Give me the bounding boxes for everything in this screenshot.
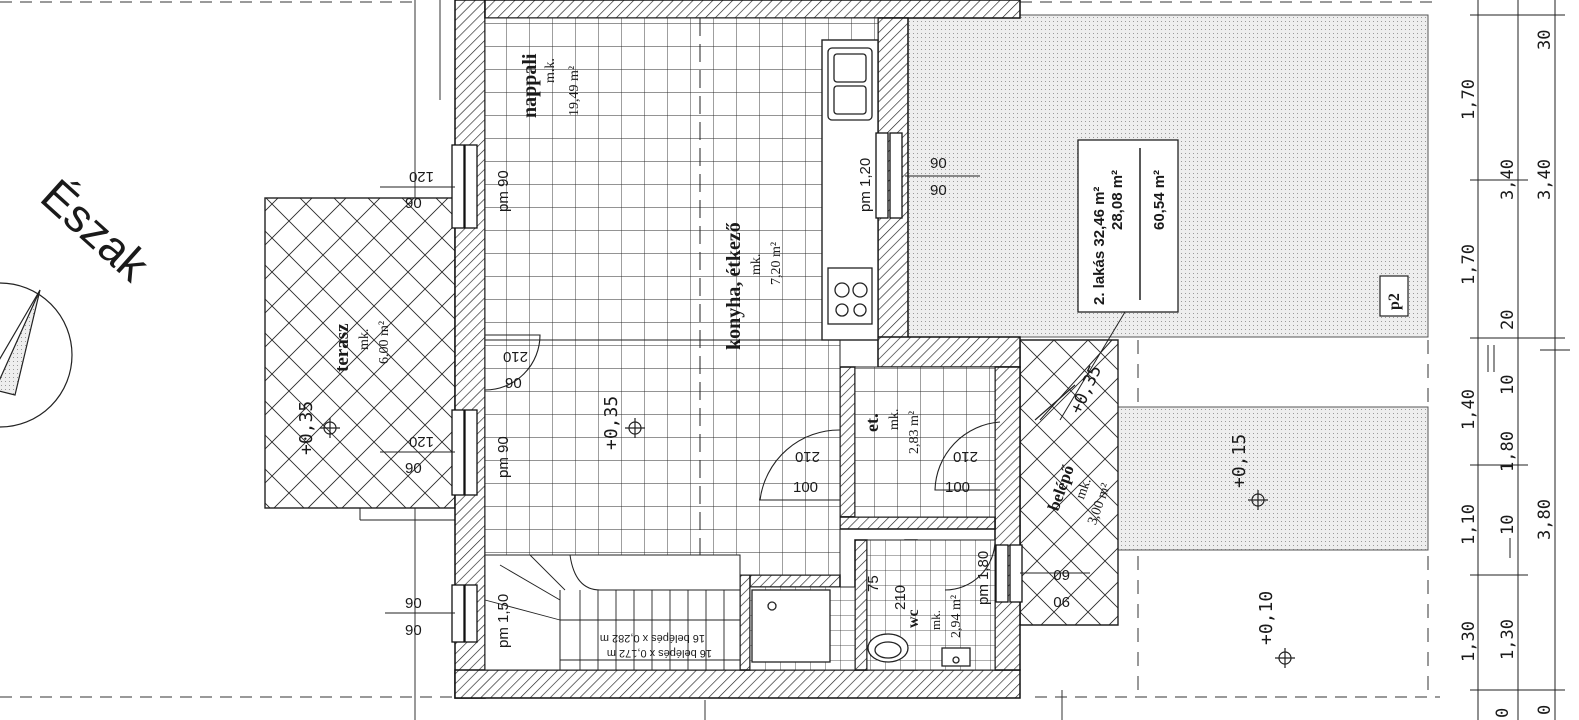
room-label-et: et. mk. 2,83 m² bbox=[862, 409, 922, 454]
window-label-mid: pm 90 bbox=[495, 436, 512, 478]
parking-label: p2 bbox=[1386, 293, 1403, 310]
summary-line1: 2. lakás 32,46 m² bbox=[1091, 187, 1108, 305]
dim-90-living-door: 90 bbox=[505, 375, 522, 392]
dim-90-stair-b: 90 bbox=[405, 622, 422, 639]
room-label-konyha: konyha, étkező mk. 7,20 m² bbox=[723, 222, 784, 350]
dim-100-entrance: 100 bbox=[945, 479, 970, 496]
dim-90-mid: 90 bbox=[405, 460, 422, 477]
dim-210-storage: 210 bbox=[795, 448, 820, 465]
dim-col3-d: 0 bbox=[1535, 705, 1555, 715]
level-markers bbox=[320, 418, 1295, 668]
room-label-terasz: terasz mk. 6,00 m² bbox=[332, 321, 392, 372]
dim-col2-e: 10 bbox=[1498, 515, 1518, 535]
room-label-wc: wc mk. 2,94 m² bbox=[905, 595, 964, 638]
toilet-icon bbox=[941, 647, 971, 667]
room-finish: m.k. bbox=[543, 58, 558, 83]
summary-total: 60,54 m² bbox=[1151, 170, 1168, 230]
dim-bottom: 0 bbox=[1493, 708, 1513, 718]
summary-line2: 28,08 m² bbox=[1109, 170, 1126, 230]
room-area: 6,00 m² bbox=[377, 321, 392, 364]
dim-100-storage: 100 bbox=[793, 479, 818, 496]
dimension-lines bbox=[1470, 0, 1570, 720]
room-finish: mk. bbox=[887, 409, 902, 430]
room-finish: mk. bbox=[928, 610, 943, 630]
dim-col2-f: 1,30 bbox=[1498, 619, 1518, 660]
dim-90-kitchen-a: 90 bbox=[930, 155, 947, 172]
room-area: 2,94 m² bbox=[949, 595, 964, 638]
dim-col3-c: 3,80 bbox=[1535, 499, 1555, 540]
stair-note-2: 16 belépés x 0,172 m bbox=[607, 647, 712, 659]
window-label-top: pm 90 bbox=[495, 170, 512, 212]
stair-note-1: 16 belépés x 0,282 m bbox=[600, 632, 705, 644]
door-swings bbox=[484, 334, 1001, 591]
stove-icon bbox=[827, 267, 873, 325]
washbasin-icon bbox=[867, 633, 909, 663]
area-summary-box bbox=[1077, 139, 1179, 313]
parking-box bbox=[1379, 275, 1409, 317]
dim-90-entrance: 90 bbox=[1053, 593, 1070, 610]
dim-120-top: 120 bbox=[409, 168, 434, 185]
window-label-kitchen: pm 1,20 bbox=[857, 158, 874, 212]
dim-col3-b: 3,40 bbox=[1535, 159, 1555, 200]
summary-leader bbox=[1059, 311, 1126, 421]
staircase bbox=[484, 554, 741, 671]
dim-col1-a: 1,70 bbox=[1459, 79, 1479, 120]
paving-lower bbox=[1117, 406, 1429, 551]
dim-90-kitchen-b: 90 bbox=[930, 182, 947, 199]
north-label: Észak bbox=[31, 169, 160, 292]
dim-90-top: 90 bbox=[405, 195, 422, 212]
dim-col2-b: 20 bbox=[1498, 310, 1518, 330]
dim-210-wc: 210 bbox=[892, 585, 909, 610]
opening-dimensions: 120 90 120 90 90 90 90 90 210 90 210 100… bbox=[405, 155, 1070, 639]
room-area: 2,83 m² bbox=[907, 411, 922, 454]
room-name: terasz bbox=[332, 323, 353, 372]
dim-210-entrance: 210 bbox=[953, 448, 978, 465]
terrace-area bbox=[264, 197, 456, 509]
window-leaders bbox=[380, 175, 1090, 614]
window-label-stair: pm 1,50 bbox=[495, 594, 512, 648]
dimension-chain-2: 3,40 20 10 1,80 10 1,30 bbox=[1498, 159, 1518, 660]
area-summary-text: 2. lakás 32,46 m² 28,08 m² 60,54 m² bbox=[1091, 170, 1168, 305]
windows bbox=[451, 132, 1023, 643]
room-area: 19,49 m² bbox=[567, 66, 582, 116]
dim-90-stair-a: 90 bbox=[405, 595, 422, 612]
room-area: 7,20 m² bbox=[769, 242, 784, 285]
room-finish: mk. bbox=[1073, 476, 1094, 501]
room-label-nappali: nappali m.k. 19,49 m² bbox=[519, 53, 582, 118]
dim-col2-a: 3,40 bbox=[1498, 159, 1518, 200]
sink-icon bbox=[827, 47, 873, 121]
room-name: wc bbox=[905, 609, 922, 628]
room-name: konyha, étkező bbox=[723, 222, 745, 350]
dim-col1-b: 1,70 bbox=[1459, 244, 1479, 285]
dim-60-entrance: 60 bbox=[1053, 566, 1070, 583]
level-main: +0,35 bbox=[601, 396, 622, 450]
level-terrace: +0,35 bbox=[296, 401, 317, 455]
dining-floor bbox=[484, 339, 841, 576]
window-label-wc: pm 1,80 bbox=[975, 551, 992, 605]
dim-120-mid: 120 bbox=[409, 433, 434, 450]
level-yard-upper: +0,15 bbox=[1229, 434, 1250, 488]
dim-col2-c: 10 bbox=[1498, 375, 1518, 395]
dim-col1-e: 1,30 bbox=[1459, 621, 1479, 662]
storage-floor bbox=[854, 366, 996, 518]
dim-col1-c: 1,40 bbox=[1459, 389, 1479, 430]
room-finish: mk. bbox=[749, 254, 764, 275]
entrance-arrow bbox=[1034, 384, 1076, 421]
dimension-chain-1: 1,70 1,70 1,40 1,10 1,30 bbox=[1459, 79, 1479, 662]
dim-210-living: 210 bbox=[503, 348, 528, 365]
shower-icon bbox=[751, 589, 831, 663]
room-name: et. bbox=[862, 414, 882, 432]
dim-75: 75 bbox=[865, 575, 882, 592]
room-finish: mk. bbox=[357, 329, 372, 350]
living-floor bbox=[484, 17, 879, 341]
dim-col3-a: 30 bbox=[1535, 30, 1555, 50]
dim-col2-d: 1,80 bbox=[1498, 431, 1518, 472]
level-yard-lower: +0,10 bbox=[1256, 591, 1277, 645]
room-name: nappali bbox=[519, 53, 541, 118]
dimension-chain-3: 30 3,40 3,80 0 bbox=[1535, 30, 1555, 715]
dim-col1-d: 1,10 bbox=[1459, 504, 1479, 545]
north-arrow-icon bbox=[0, 282, 73, 428]
